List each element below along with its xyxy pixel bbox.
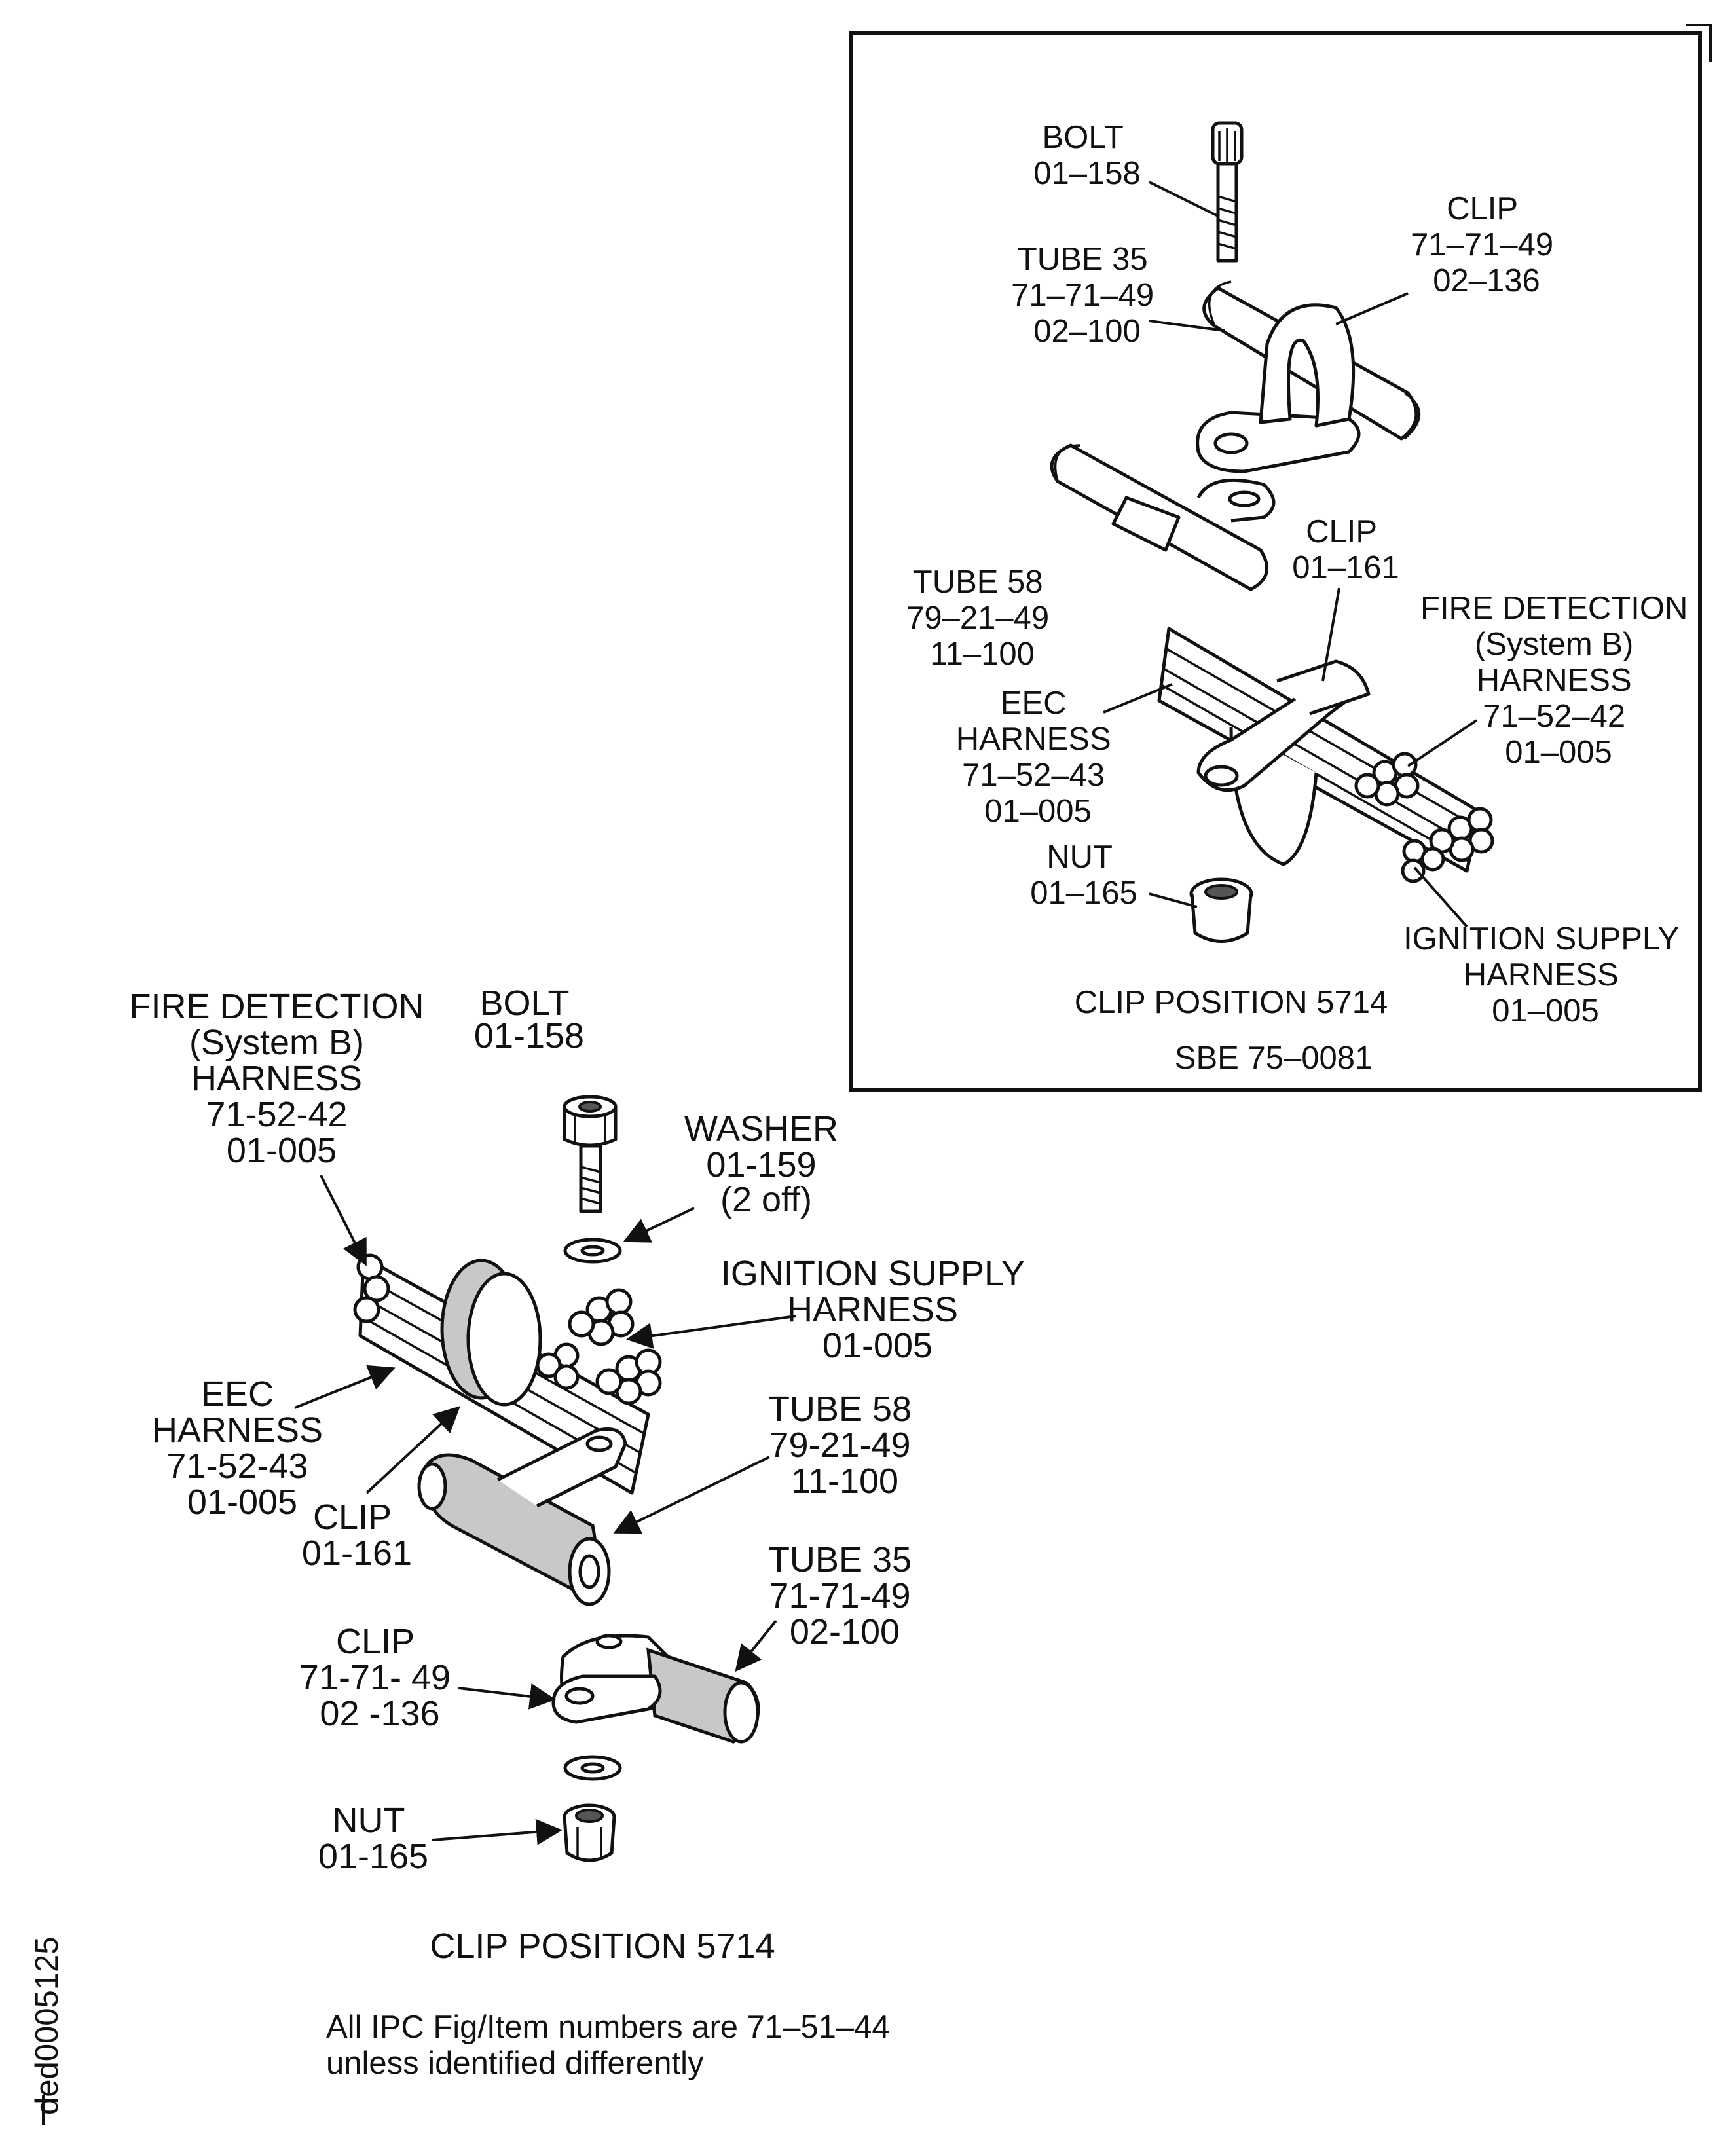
main-label-tube35: TUBE 35 71-71-49 02-100 [768,1540,921,1651]
main-washer-upper-hole [580,1245,605,1257]
main-bolt-drawing [563,1095,618,1213]
main-clip-tube58-drawing [417,1427,627,1606]
inset-label-tube35: TUBE 35 71–71–49 02–100 [1011,242,1163,349]
main-label-eec: EEC HARNESS 71-52-43 01-005 [152,1374,333,1522]
main-label-ignition: IGNITION SUPPLY HARNESS 01-005 [721,1254,1034,1365]
inset-label-fire-detection: FIRE DETECTION (System B) HARNESS 71–52–… [1420,591,1697,770]
main-harness-bundle-drawing [353,1253,662,1495]
inset-label-clip-top: CLIP 71–71–49 02–136 [1411,191,1562,299]
inset-leader-lines [1103,181,1478,928]
inset-label-nut: NUT 01–165 [1030,839,1137,911]
inset-label-clip-mid: CLIP 01–161 [1292,514,1399,585]
main-caption: CLIP POSITION 5714 [430,1926,775,1966]
inset-panel: BOLT 01–158 CLIP 71–71–49 02–136 TUBE 35… [849,31,1702,1092]
inset-caption: CLIP POSITION 5714 [1075,985,1388,1020]
main-label-nut: NUT 01-165 [318,1801,428,1876]
main-label-washer: WASHER 01-159 (2 off) [684,1109,848,1219]
main-label-clip-mid: CLIP 01-161 [302,1498,412,1573]
corner-mark [1686,24,1712,62]
main-view: FIRE DETECTION (System B) HARNESS 71-52-… [129,984,1034,1966]
main-leader-arrows [294,1175,796,1845]
inset-label-ignition: IGNITION SUPPLY HARNESS 01–005 [1403,921,1688,1029]
main-labels: FIRE DETECTION (System B) HARNESS 71-52-… [129,984,1034,1966]
inset-nut-drawing [1189,877,1253,943]
main-washer-lower-hole [580,1762,605,1774]
inset-label-bolt: BOLT 01–158 [1033,120,1141,191]
main-label-fire-detection: FIRE DETECTION (System B) HARNESS 71-52-… [129,987,434,1170]
inset-harness-bundle-drawing [1157,627,1494,883]
inset-labels: BOLT 01–158 CLIP 71–71–49 02–136 TUBE 35… [906,120,1697,1076]
inset-tube58-drawing [1050,443,1276,591]
footnote: All IPC Fig/Item numbers are 71–51–44 un… [326,2010,898,2081]
main-label-clip-low: CLIP 71-71- 49 02 -136 [299,1622,460,1733]
inset-label-eec: EEC HARNESS 71–52–43 01–005 [956,686,1120,829]
inset-bolt-drawing [1211,121,1244,263]
inset-border [849,31,1702,1092]
figure-id: ded0005125 [29,1936,65,2115]
inset-label-tube58: TUBE 58 79–21–49 11–100 [906,564,1058,672]
main-label-bolt: BOLT 01-158 [474,984,584,1056]
inset-sbe-reference: SBE 75–0081 [1175,1040,1373,1076]
main-nut-drawing [563,1803,616,1862]
main-clip-tube35-drawing [551,1634,760,1744]
main-label-tube58: TUBE 58 79-21-49 11-100 [768,1389,921,1501]
inset-tube35-clip-drawing [1196,280,1421,473]
